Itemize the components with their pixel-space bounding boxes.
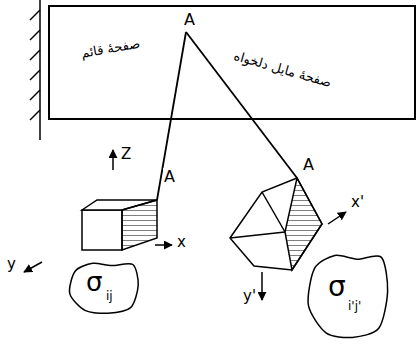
point-label: A xyxy=(302,156,315,174)
stress-blob: σij xyxy=(66,260,142,316)
axis-label: x' xyxy=(350,194,365,211)
beam-panel: A صفحهٔ قائم صفحهٔ مایل دلخواه xyxy=(48,5,416,120)
element-cube xyxy=(82,200,157,250)
axis-label: y' xyxy=(242,288,257,305)
axis-label: x xyxy=(176,234,187,251)
stress-symbol: σ xyxy=(86,268,102,297)
axis-label: y xyxy=(6,256,17,273)
blob-outline xyxy=(304,250,392,342)
stress-index: ij xyxy=(106,290,113,303)
section-lines xyxy=(157,32,297,200)
blob-outline xyxy=(70,263,139,313)
stress-blob: σi'j' xyxy=(304,250,392,342)
rotated-element xyxy=(230,178,322,270)
blob-outline xyxy=(308,255,388,337)
stress-symbol: σ xyxy=(328,272,346,303)
plane-label: صفحهٔ مایل دلخواه xyxy=(232,49,333,91)
blob-outline xyxy=(66,260,142,316)
point-label: A xyxy=(184,11,195,29)
plane-label: صفحهٔ قائم xyxy=(80,37,141,61)
wall xyxy=(30,0,40,140)
axis-label: Z xyxy=(120,146,132,163)
point-label: A xyxy=(163,168,176,186)
stress-index: i'j' xyxy=(348,300,361,313)
